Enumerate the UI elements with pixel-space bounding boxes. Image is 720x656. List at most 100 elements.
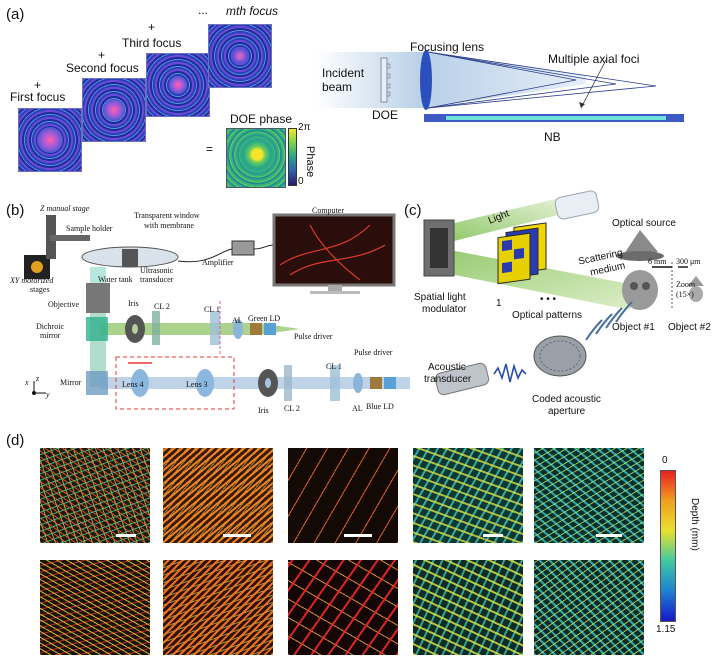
dichroic-label: Dichroic bbox=[36, 322, 64, 331]
acoustic-transducer-device bbox=[434, 362, 490, 396]
transparent-window-label: Transparent window bbox=[134, 211, 200, 220]
object2-label: Object #2 bbox=[668, 322, 711, 333]
focusing-lens-shape bbox=[420, 50, 432, 110]
zoom-label: Zoom bbox=[676, 280, 696, 289]
doe-phase-image bbox=[226, 128, 286, 188]
slm-screen bbox=[430, 228, 448, 268]
cl2b-label: CL 2 bbox=[284, 404, 300, 413]
axis-z-label: z bbox=[36, 374, 40, 383]
sample-holder-label: Sample holder bbox=[66, 224, 113, 233]
amplifier-box bbox=[231, 240, 255, 256]
object-1-shape bbox=[622, 270, 658, 310]
cl2-lens-b bbox=[284, 365, 292, 401]
second-focus-label: Second focus bbox=[66, 61, 139, 75]
plus-sign-3: + bbox=[148, 20, 156, 34]
al-lens-b bbox=[353, 373, 363, 393]
optical-patterns-stack bbox=[497, 222, 547, 285]
converging-beam bbox=[426, 52, 586, 108]
lens3-label: Lens 3 bbox=[186, 380, 208, 389]
acoustic-label: Acoustic bbox=[428, 362, 466, 373]
iris-label: Iris bbox=[128, 299, 139, 308]
water-tank-label: Water tank bbox=[98, 275, 133, 284]
scale-bar bbox=[483, 534, 503, 537]
xy-motorized-label: XY motorized bbox=[10, 276, 54, 285]
acoustic-waves bbox=[585, 301, 633, 341]
nb-label: NB bbox=[544, 130, 561, 144]
second-focus-phase-plate bbox=[82, 78, 146, 142]
ultrasonic-transducer bbox=[122, 249, 138, 267]
scale-300um-label: 300 μm bbox=[676, 257, 701, 266]
first-focus-phase-plate bbox=[18, 108, 82, 172]
cl1-label: CL 1 bbox=[204, 305, 220, 314]
phase-axis-label: Phase bbox=[304, 146, 316, 178]
depth-image-r2c2 bbox=[163, 560, 273, 655]
pulse-driver-2-label: Pulse driver bbox=[354, 348, 393, 357]
scale-bar bbox=[596, 534, 622, 537]
doe-teeth bbox=[386, 63, 391, 97]
multiple-axial-foci-label: Multiple axial foci bbox=[548, 52, 640, 66]
phase-max-label: 2π bbox=[298, 122, 311, 133]
stage-knob bbox=[31, 261, 43, 273]
depth-image-r2c5 bbox=[534, 560, 644, 655]
object1-label: Object #1 bbox=[612, 322, 655, 333]
modulator-label: modulator bbox=[422, 304, 467, 315]
depth-colorbar-bottom-label: 1.15 bbox=[656, 624, 676, 635]
monitor-vessels bbox=[279, 224, 386, 281]
ellipsis-label: ... bbox=[198, 3, 209, 17]
optical-source-device bbox=[554, 190, 600, 220]
spatial-light-label: Spatial light bbox=[414, 292, 466, 303]
scale-bar bbox=[223, 534, 251, 537]
green-ld bbox=[250, 323, 262, 335]
third-focus-phase-plate bbox=[146, 53, 210, 117]
depth-image-r2c3 bbox=[288, 560, 398, 655]
depth-image-r2c1 bbox=[40, 560, 150, 655]
phase-colorbar bbox=[288, 128, 297, 186]
alb-label: AL bbox=[352, 404, 363, 413]
objective-shape bbox=[86, 283, 110, 313]
aperture-label: aperture bbox=[548, 406, 586, 417]
z-manual-stage-label: Z manual stage bbox=[40, 204, 90, 213]
iris2-label: Iris bbox=[258, 406, 269, 415]
dichroic-mirror bbox=[86, 317, 108, 341]
dichroic-mirror-label: mirror bbox=[40, 331, 61, 340]
depth-image-r2c4 bbox=[413, 560, 523, 655]
depth-colorbar-top-label: 0 bbox=[662, 455, 668, 466]
doe-label: DOE bbox=[372, 108, 399, 122]
lens4-label: Lens 4 bbox=[122, 380, 144, 389]
axis-x-label: x bbox=[25, 378, 29, 387]
light-beam bbox=[450, 198, 578, 242]
plus-sign-1: + bbox=[34, 78, 42, 92]
doe-element bbox=[380, 57, 388, 103]
scale-6mm-label: 6 mm bbox=[648, 257, 667, 266]
green-ld-label: Green LD bbox=[248, 314, 281, 323]
bottom-mirror bbox=[86, 371, 108, 395]
third-focus-label: Third focus bbox=[122, 36, 182, 50]
stage-arm bbox=[50, 235, 90, 241]
depth-image-r1c4 bbox=[413, 448, 523, 543]
cl2-lens bbox=[152, 311, 160, 345]
panel-c-setup-diagram bbox=[423, 190, 704, 396]
panel-label-c: (c) bbox=[404, 202, 422, 219]
focusing-lens-label: Focusing lens bbox=[410, 40, 485, 54]
blue-ld bbox=[370, 377, 382, 389]
focus-beam bbox=[90, 267, 106, 283]
mirror-label: Mirror bbox=[60, 378, 82, 387]
mth-focus-label: mth focus bbox=[226, 4, 279, 18]
object-2-shape bbox=[689, 286, 703, 302]
computer-label: Computer bbox=[312, 206, 344, 215]
depth-image-r1c2 bbox=[163, 448, 273, 543]
axis-y-label: y bbox=[46, 390, 50, 399]
optical-patterns-label: Optical patterns bbox=[512, 310, 583, 321]
coded-acoustic-label: Coded acoustic bbox=[532, 394, 601, 405]
scale-bar bbox=[116, 534, 136, 537]
computer-cable bbox=[253, 244, 275, 250]
blue-ld-label: Blue LD bbox=[366, 402, 394, 411]
cl1-lens bbox=[210, 311, 220, 345]
green-ld-body bbox=[264, 323, 276, 335]
transducer-label-b: transducer bbox=[140, 275, 174, 284]
phase-min-label: 0 bbox=[298, 176, 304, 187]
al-lens bbox=[233, 319, 243, 339]
panel-label-b: (b) bbox=[6, 202, 25, 219]
amplifier-label: Amplifier bbox=[202, 258, 234, 267]
cl1b-label: CL 1 bbox=[326, 362, 342, 371]
